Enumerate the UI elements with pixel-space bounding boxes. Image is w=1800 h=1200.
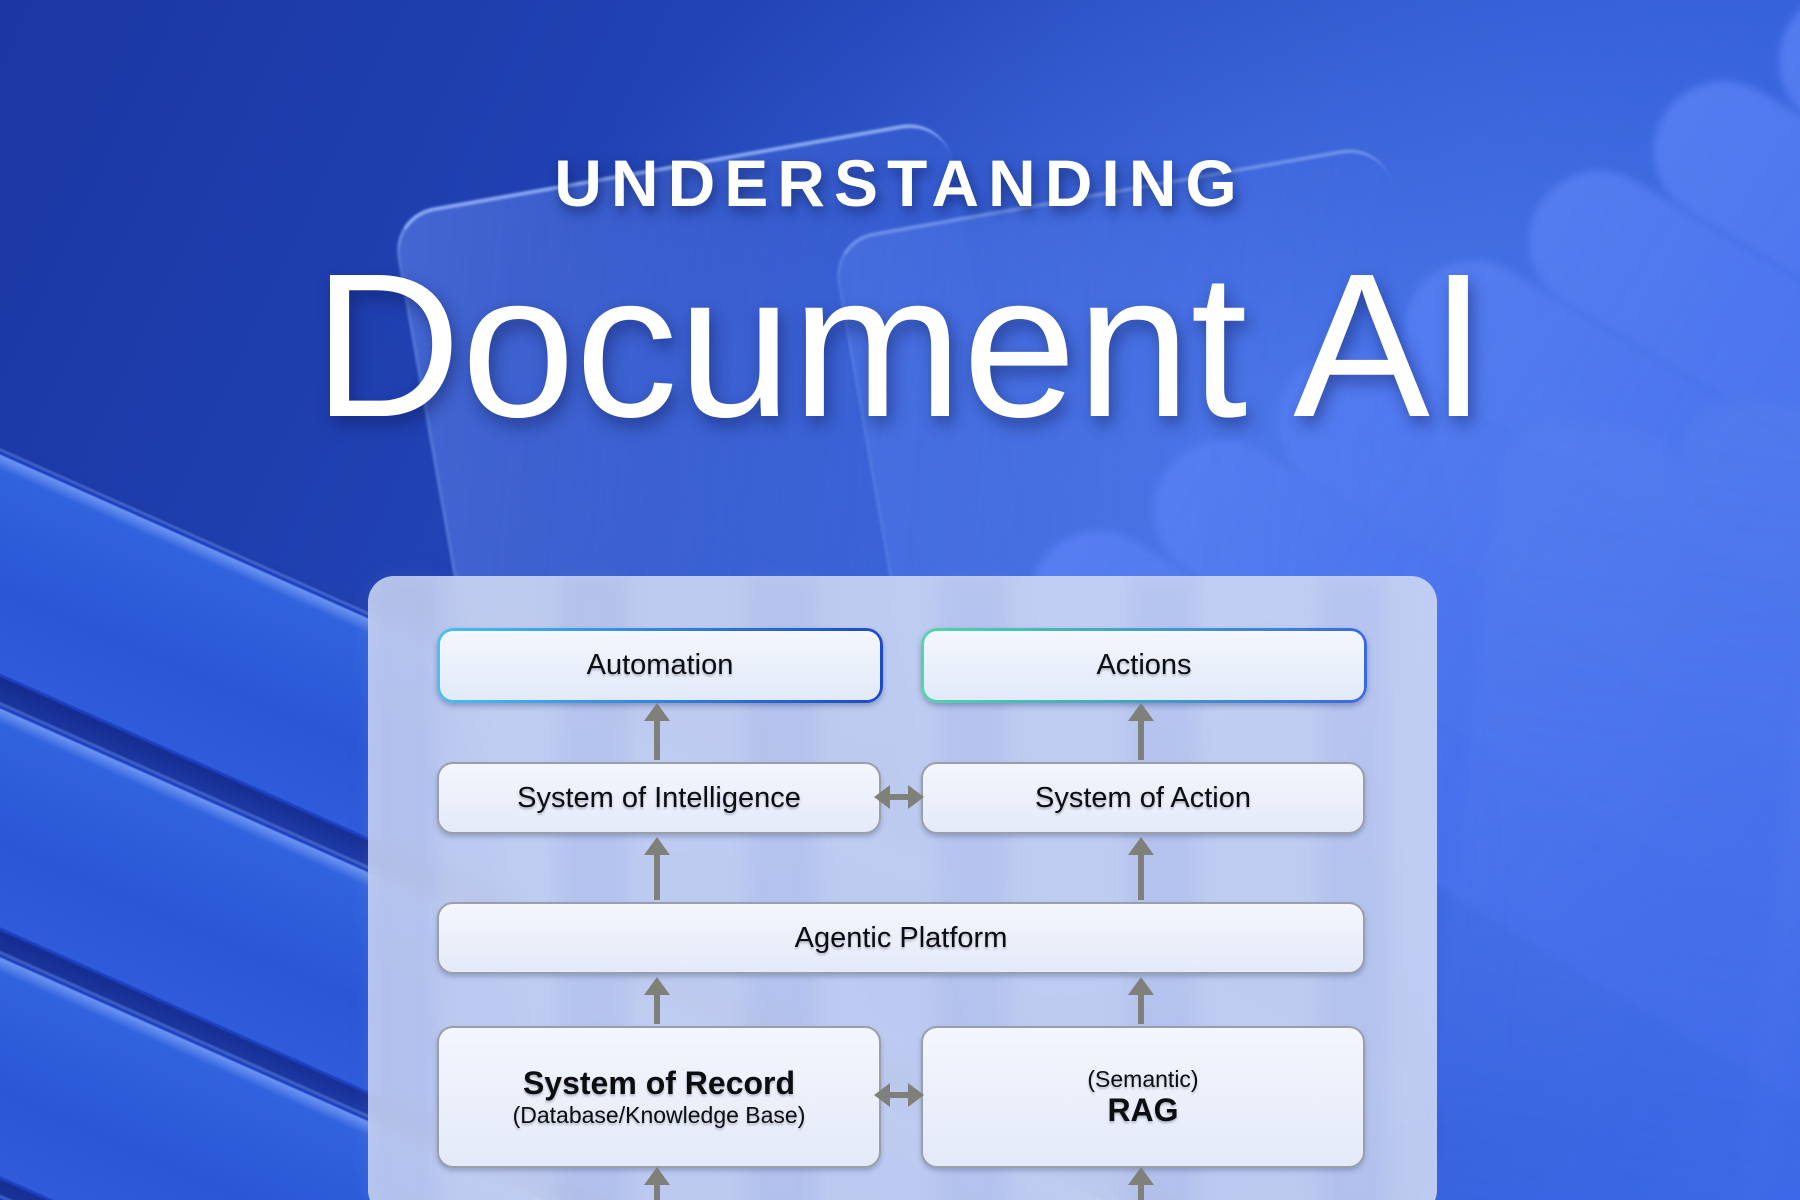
node-rag-toplabel: (Semantic): [1087, 1065, 1199, 1092]
node-system-of-action-label: System of Action: [1035, 781, 1251, 814]
node-system-of-action: System of Action: [921, 762, 1365, 834]
node-rag: (Semantic) RAG: [921, 1026, 1365, 1168]
node-system-of-record: System of Record (Database/Knowledge Bas…: [437, 1026, 881, 1168]
node-rag-label: RAG: [1107, 1091, 1179, 1128]
arrow-both-record-rag: [874, 1082, 924, 1108]
arrow-up-into-rag: [1128, 1167, 1154, 1200]
arrow-up-action-to-actions: [1128, 703, 1154, 760]
node-system-of-record-label: System of Record: [522, 1064, 796, 1101]
node-system-of-intelligence-label: System of Intelligence: [517, 781, 801, 814]
node-automation: Automation: [437, 628, 883, 703]
arrow-up-record-to-platform: [644, 977, 670, 1024]
arrow-up-intelligence-to-automation: [644, 703, 670, 760]
node-actions: Actions: [921, 628, 1367, 703]
node-actions-label: Actions: [1096, 649, 1192, 681]
node-automation-label: Automation: [586, 649, 734, 681]
arrow-up-into-record: [644, 1167, 670, 1200]
node-agentic-platform: Agentic Platform: [437, 902, 1365, 974]
page-title: Document AI: [313, 231, 1487, 460]
arrow-both-intelligence-action: [874, 784, 924, 810]
node-system-of-record-sublabel: (Database/Knowledge Base): [512, 1102, 806, 1129]
arrow-up-platform-to-intelligence: [644, 837, 670, 900]
node-system-of-intelligence: System of Intelligence: [437, 762, 881, 834]
arrow-up-platform-to-action: [1128, 837, 1154, 900]
arrow-up-rag-to-platform: [1128, 977, 1154, 1024]
node-agentic-platform-label: Agentic Platform: [794, 921, 1008, 954]
eyebrow-text: UNDERSTANDING: [554, 146, 1246, 220]
